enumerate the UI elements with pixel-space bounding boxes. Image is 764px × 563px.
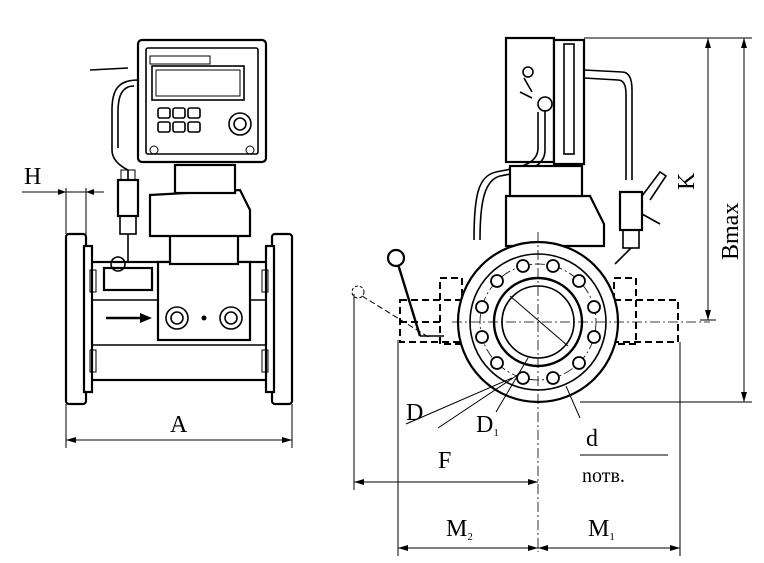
label-M1-main: M [588,516,609,542]
label-H: H [24,164,41,190]
bolt-hole [490,356,504,370]
label-D1-sub: 1 [493,427,499,439]
pressure-sensor [102,266,154,292]
label-A: A [170,412,188,438]
label-F: F [438,448,451,474]
dimension-F [353,294,538,490]
dimension-M [397,340,681,556]
label-M1-sub: 1 [609,531,615,543]
side-view: H A [22,38,294,448]
keypad [157,107,252,136]
valve-handle-icon [351,248,444,339]
bolt-hole [490,274,504,288]
label-Bmax: Bmax [718,203,744,260]
bolt-hole [546,259,560,273]
label-d: d [586,426,598,452]
bolt-hole [572,356,586,370]
bolt-hole [475,300,489,314]
electronic-unit [136,38,268,164]
label-M2-sub: 2 [467,531,473,543]
dimension-K [584,37,716,321]
label-K: K [674,172,700,190]
flow-direction-arrow-icon [106,313,152,323]
bolt-hole [587,300,601,314]
bolt-hole [475,330,489,344]
housing-front [504,194,606,248]
label-n-otv: nотв. [582,465,625,487]
bolt-hole [587,330,601,344]
dimension-A [65,404,293,448]
port-left [165,306,189,330]
temperature-transducer [116,178,140,218]
port-right [219,306,243,330]
label-D: D [406,400,423,426]
bolt-hole [546,371,560,385]
bolt-hole [516,259,530,273]
dimension-Bmax [580,37,752,403]
front-view: K Bmax F D D1 [351,36,752,556]
label-M1: M1 [588,516,615,543]
label-D1: D1 [476,412,499,439]
bolt-hole [572,274,586,288]
label-M2-main: M [446,516,467,542]
bolt-holes [475,259,601,385]
sensor-housing [148,188,252,238]
dimension-H [22,188,104,246]
label-M2: M2 [446,516,473,543]
label-D1-main: D [476,412,493,438]
display-screen [151,65,245,101]
bolt-hole [516,371,530,385]
unit-side-box [504,36,556,164]
